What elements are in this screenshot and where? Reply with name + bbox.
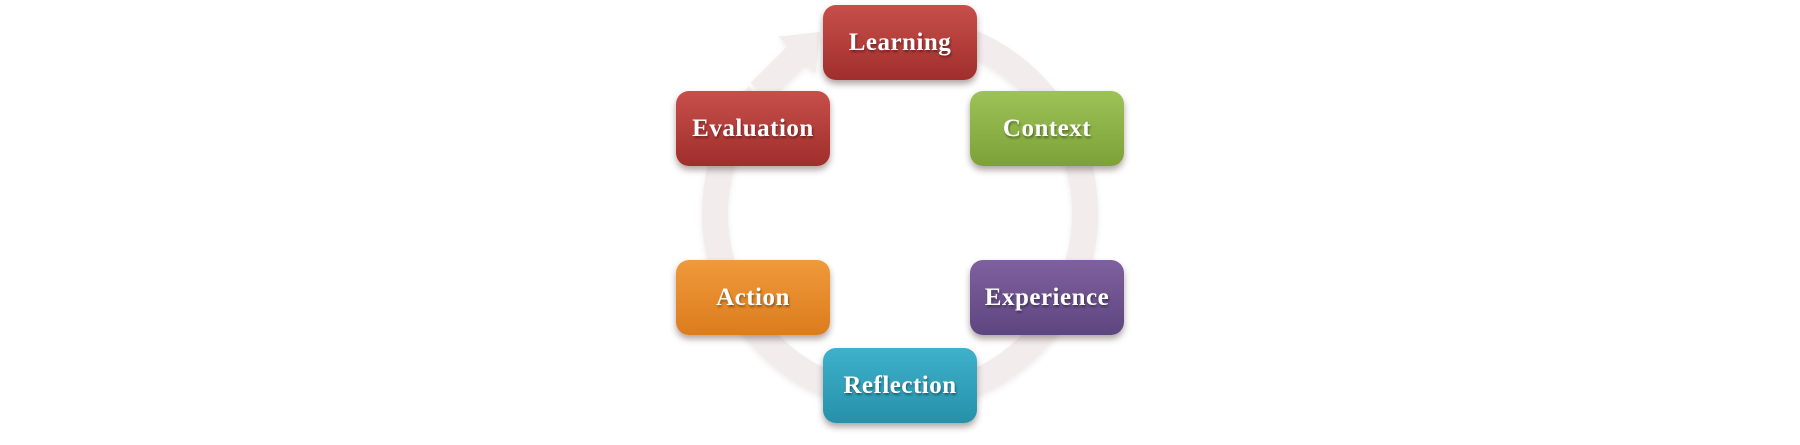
cycle-node-evaluation: Evaluation (676, 91, 830, 166)
cycle-node-reflection: Reflection (823, 348, 977, 423)
cycle-node-label: Evaluation (692, 114, 814, 142)
cycle-ring (702, 15, 1098, 412)
cycle-node-label: Learning (848, 28, 952, 56)
cycle-node-experience: Experience (970, 260, 1124, 335)
clockwise-arrow-icon (750, 32, 820, 102)
cycle-node-label: Reflection (843, 371, 957, 399)
cycle-node-context: Context (970, 91, 1124, 166)
cycle-node-label: Experience (984, 283, 1110, 311)
cycle-node-learning: Learning (823, 5, 977, 80)
cycle-node-label: Action (716, 283, 790, 311)
cycle-node-label: Context (1002, 114, 1092, 142)
cycle-node-action: Action (676, 260, 830, 335)
